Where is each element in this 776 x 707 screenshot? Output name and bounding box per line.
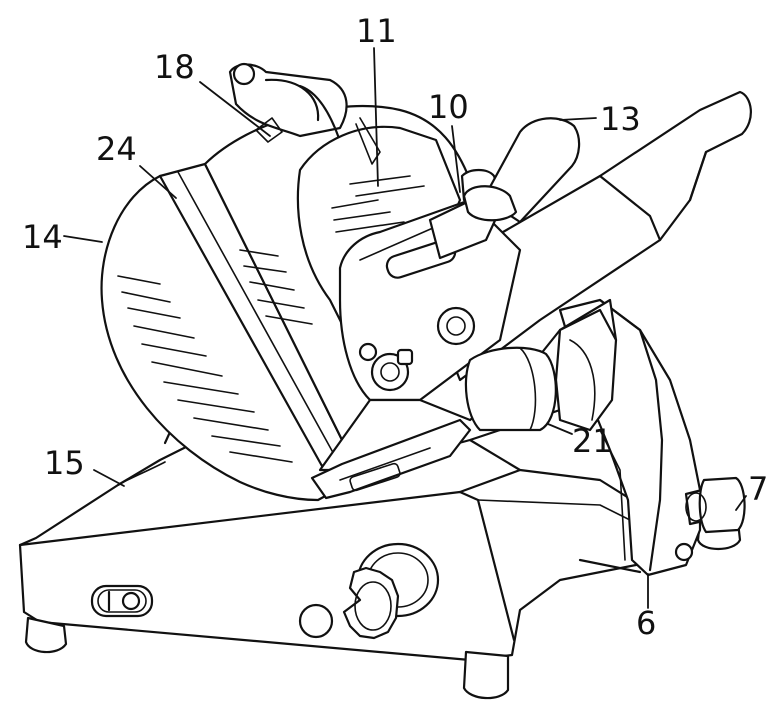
- leader-21: [547, 423, 573, 435]
- part-labels: 6 7 10 11 13 14 15 18 21 24: [22, 12, 768, 642]
- label-18: 18: [154, 48, 195, 86]
- blade-housing: [100, 62, 474, 502]
- label-15: 15: [44, 444, 85, 482]
- leader-7: [735, 495, 747, 511]
- label-21: 21: [572, 422, 613, 460]
- adjust-knob-7: [684, 476, 746, 534]
- label-7: 7: [748, 470, 768, 508]
- blade-vents: [331, 175, 425, 233]
- leader-15: [93, 469, 125, 487]
- leader-18: [199, 81, 271, 137]
- leader-24: [139, 165, 177, 199]
- label-6: 6: [636, 604, 656, 642]
- leader-11: [373, 47, 379, 187]
- leader-13: [559, 117, 597, 121]
- label-14: 14: [22, 218, 63, 256]
- bolt-left: [358, 342, 414, 392]
- indicator-light: [298, 603, 334, 639]
- leader-lines: [63, 47, 747, 609]
- cover-vents: [239, 249, 313, 325]
- power-switch: [90, 584, 154, 618]
- label-24: 24: [96, 130, 137, 168]
- handle-13: [462, 117, 581, 224]
- label-10: 10: [428, 88, 469, 126]
- label-11: 11: [356, 12, 397, 50]
- leader-10: [451, 125, 461, 193]
- thickness-knob: [342, 542, 440, 640]
- carriage-arm: [310, 90, 752, 500]
- bolt-right: [436, 306, 476, 346]
- roller-21: [464, 346, 557, 432]
- leader-14: [63, 235, 103, 243]
- guard-vents: [117, 275, 293, 463]
- label-13: 13: [600, 100, 641, 138]
